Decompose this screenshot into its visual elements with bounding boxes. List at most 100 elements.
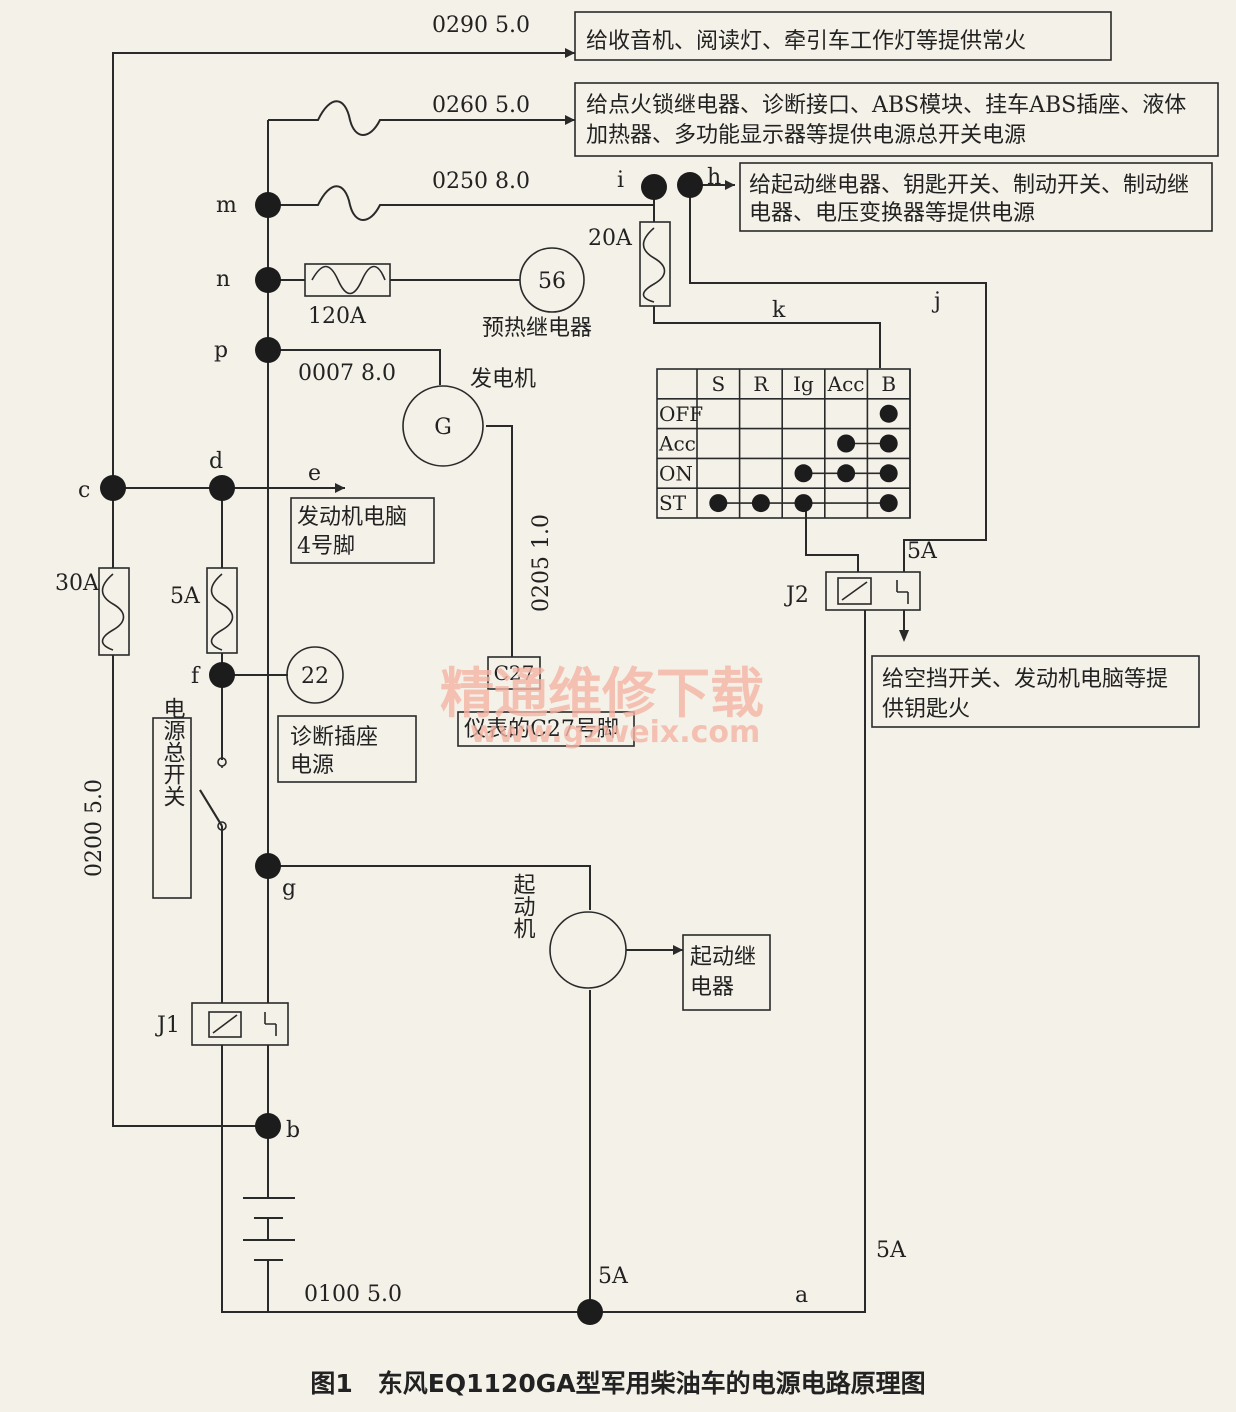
svg-text:30A: 30A bbox=[55, 571, 100, 596]
svg-text:诊断插座: 诊断插座 bbox=[290, 725, 378, 750]
svg-text:www.gzweix.com: www.gzweix.com bbox=[470, 715, 760, 750]
svg-text:0100 5.0: 0100 5.0 bbox=[304, 1282, 402, 1307]
ignition-power-box: 给点火锁继电器、诊断接口、ABS模块、挂车ABS插座、液体 加热器、多功能显示器… bbox=[574, 82, 1219, 157]
svg-text:C27: C27 bbox=[494, 661, 535, 685]
starter-power-box: 给起动继电器、钥匙开关、制动开关、制动继 电器、电压变换器等提供电源 bbox=[739, 162, 1213, 232]
svg-text:n: n bbox=[216, 267, 230, 292]
svg-text:G: G bbox=[434, 415, 452, 440]
fuse-5a-d bbox=[206, 567, 238, 654]
preheat-relay-circle: 56 bbox=[519, 247, 585, 313]
svg-text:精通维修下载: 精通维修下载 bbox=[440, 662, 764, 725]
node-f bbox=[209, 662, 235, 688]
svg-text:J2: J2 bbox=[784, 583, 809, 608]
start-relay-box: 起动继 电器 bbox=[682, 934, 771, 1011]
key-col-acc: Acc bbox=[827, 372, 865, 396]
svg-text:20A: 20A bbox=[588, 226, 633, 251]
key-contact-dot bbox=[837, 464, 856, 483]
key-col-s: S bbox=[711, 372, 725, 396]
relay-labels: J1 J2 bbox=[155, 583, 809, 1038]
svg-text:a: a bbox=[795, 1283, 808, 1308]
key-contact-dot bbox=[879, 494, 898, 513]
svg-text:仪表的C27号脚: 仪表的C27号脚 bbox=[464, 717, 619, 742]
svg-text:给收音机、阅读灯、牵引车工作灯等提供常火: 给收音机、阅读灯、牵引车工作灯等提供常火 bbox=[586, 29, 1026, 54]
svg-text:给点火锁继电器、诊断接口、ABS模块、挂车ABS插座、液体: 给点火锁继电器、诊断接口、ABS模块、挂车ABS插座、液体 bbox=[586, 93, 1186, 118]
svg-text:发电机: 发电机 bbox=[470, 367, 536, 392]
svg-text:i: i bbox=[617, 168, 624, 193]
key-row-off: OFF bbox=[659, 402, 703, 426]
ecu-box: 发动机电脑 4号脚 bbox=[290, 497, 435, 564]
key-contact-dot bbox=[879, 434, 898, 453]
fuse-30a bbox=[98, 567, 130, 656]
svg-text:120A: 120A bbox=[308, 304, 367, 329]
svg-text:5A: 5A bbox=[170, 584, 201, 609]
master-switch-label: 电源总开关 bbox=[160, 697, 186, 807]
key-contact-dot bbox=[837, 434, 856, 453]
node-d bbox=[209, 475, 235, 501]
svg-text:0200 5.0: 0200 5.0 bbox=[82, 779, 107, 877]
svg-text:k: k bbox=[772, 298, 786, 323]
key-contact-dot bbox=[709, 494, 728, 513]
relay-j1 bbox=[191, 1002, 289, 1046]
c27-box: C27 仪表的C27号脚 bbox=[457, 656, 635, 747]
node-a bbox=[577, 1299, 603, 1325]
svg-text:0290 5.0: 0290 5.0 bbox=[432, 13, 530, 38]
svg-text:b: b bbox=[286, 1118, 300, 1143]
fuse-20a bbox=[639, 221, 671, 307]
svg-text:起动继: 起动继 bbox=[690, 945, 756, 970]
svg-text:f: f bbox=[191, 664, 201, 689]
node-b bbox=[255, 1113, 281, 1139]
wiring bbox=[112, 52, 987, 1313]
wire-labels: 0290 5.0 0260 5.0 0250 8.0 0007 8.0 0100… bbox=[82, 13, 554, 1307]
key-contact-dot bbox=[794, 464, 813, 483]
svg-text:给空挡开关、发动机电脑等提: 给空挡开关、发动机电脑等提 bbox=[882, 667, 1168, 692]
key-row-st: ST bbox=[659, 491, 687, 515]
master-switch: 电源总开关 bbox=[152, 697, 227, 899]
node-m bbox=[255, 192, 281, 218]
figure-caption: 图1 东风EQ1120GA型军用柴油车的电源电路原理图 bbox=[310, 1369, 925, 1398]
node-p bbox=[255, 337, 281, 363]
svg-text:电源: 电源 bbox=[290, 753, 334, 778]
svg-text:e: e bbox=[308, 461, 321, 486]
svg-text:g: g bbox=[282, 876, 296, 901]
svg-text:c: c bbox=[78, 478, 90, 503]
fuse-120a bbox=[304, 263, 391, 297]
key-col-r: R bbox=[753, 372, 769, 396]
node-i bbox=[641, 174, 667, 200]
key-row-acc: Acc bbox=[658, 432, 696, 456]
svg-text:m: m bbox=[216, 193, 237, 218]
svg-text:电器、电压变换器等提供电源: 电器、电压变换器等提供电源 bbox=[749, 201, 1035, 226]
svg-text:发动机电脑: 发动机电脑 bbox=[297, 505, 407, 530]
node-c bbox=[100, 475, 126, 501]
node-n bbox=[255, 267, 281, 293]
arrows bbox=[335, 48, 909, 955]
diag-socket-box: 诊断插座 电源 bbox=[277, 715, 417, 783]
key-contact-dot bbox=[879, 464, 898, 483]
fuse-labels: 120A 20A 30A 5A 5A 5A 5A bbox=[55, 226, 938, 1289]
generator-circle: G bbox=[402, 385, 484, 467]
svg-text:电器: 电器 bbox=[690, 975, 734, 1000]
svg-text:d: d bbox=[209, 449, 223, 474]
watermark: 精通维修下载 www.gzweix.com bbox=[440, 662, 764, 750]
svg-text:供钥匙火: 供钥匙火 bbox=[882, 697, 970, 722]
svg-text:5A: 5A bbox=[598, 1264, 629, 1289]
key-contact-dot bbox=[794, 494, 813, 513]
svg-text:j: j bbox=[931, 289, 941, 314]
component-labels: 预热继电器 发电机 起动机 bbox=[470, 316, 592, 939]
radio-power-box: 给收音机、阅读灯、牵引车工作灯等提供常火 bbox=[574, 11, 1112, 61]
key-row-on: ON bbox=[659, 461, 693, 485]
relay-j2 bbox=[825, 571, 921, 611]
key-col-b: B bbox=[881, 372, 896, 396]
svg-text:起动机: 起动机 bbox=[510, 873, 536, 939]
node-labels: m n p c d e f g b a i h j k bbox=[78, 165, 941, 1308]
svg-text:4号脚: 4号脚 bbox=[297, 534, 355, 559]
key-contact-dot bbox=[879, 404, 898, 423]
svg-text:0007 8.0: 0007 8.0 bbox=[298, 361, 396, 386]
starter-circle bbox=[549, 911, 627, 989]
key-contact-dot bbox=[751, 494, 770, 513]
diag-socket-circle: 22 bbox=[286, 646, 344, 704]
key-col-ig: Ig bbox=[793, 372, 814, 396]
svg-text:给起动继电器、钥匙开关、制动开关、制动继: 给起动继电器、钥匙开关、制动开关、制动继 bbox=[749, 173, 1189, 198]
svg-text:0250 8.0: 0250 8.0 bbox=[432, 169, 530, 194]
